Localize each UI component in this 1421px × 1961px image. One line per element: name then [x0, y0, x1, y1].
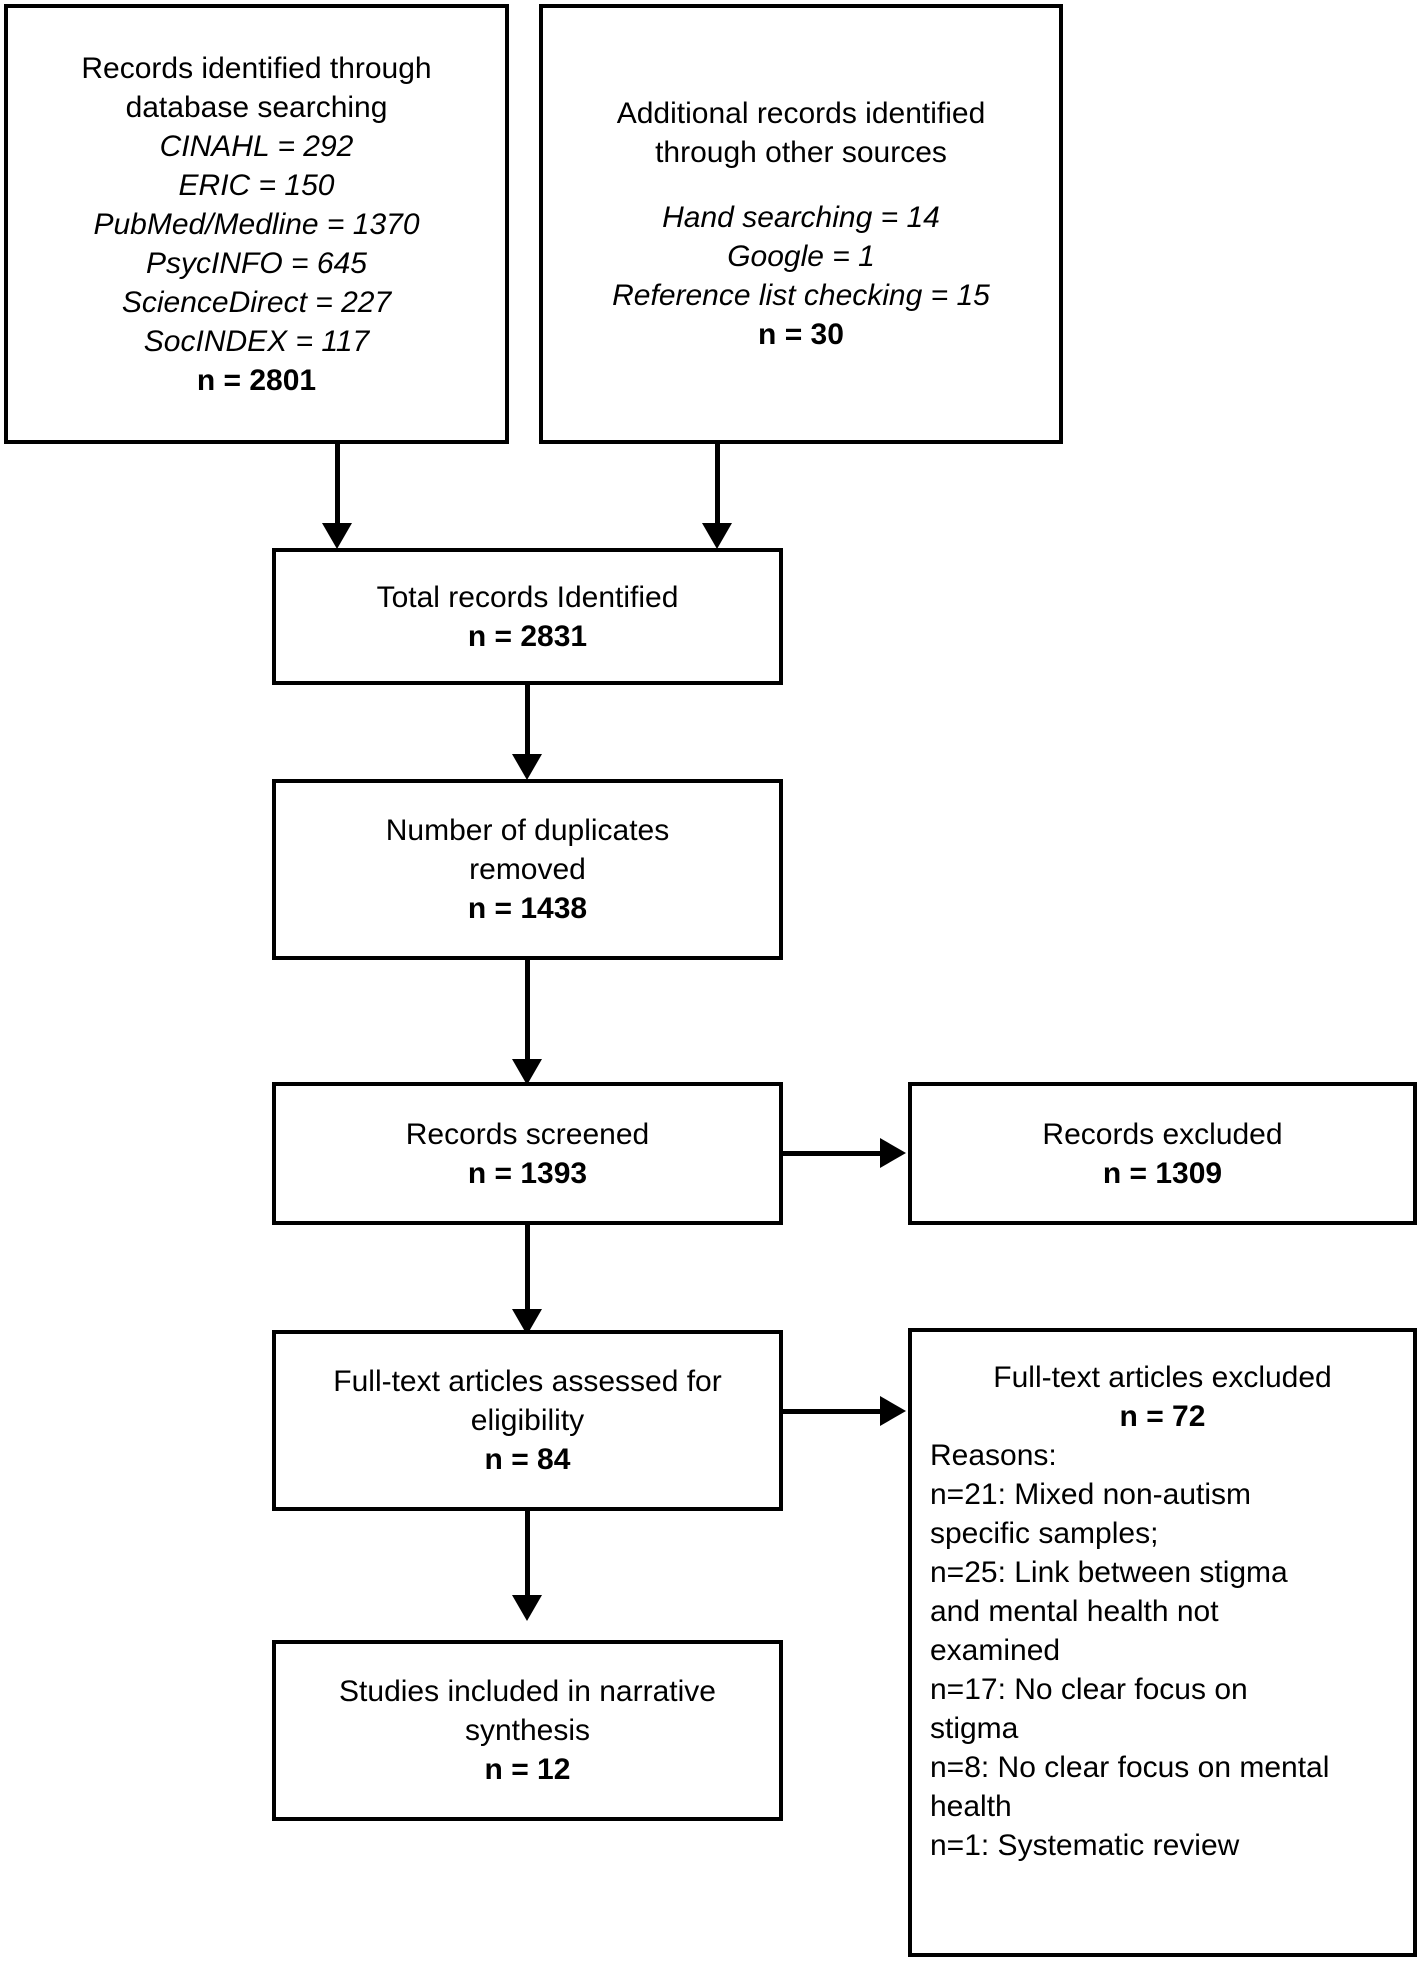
db-source-cinahl: CINAHL = 292: [159, 129, 354, 163]
fulltext-excluded-reasons-header: Reasons:: [930, 1439, 1057, 1472]
other-sources-title-line1: Additional records identified: [616, 97, 986, 130]
db-source-pubmed: PubMed/Medline = 1370: [93, 207, 420, 241]
arrowhead-screened-to-excluded: [880, 1138, 906, 1168]
box-records-excluded: Records excluded n = 1309: [908, 1082, 1417, 1225]
box-total-records-identified: Total records Identified n = 2831: [272, 548, 783, 685]
arrowhead-total-to-duplicates: [512, 754, 542, 780]
records-screened-title: Records screened: [405, 1117, 650, 1151]
connector-fulltext-to-included: [525, 1511, 530, 1611]
fulltext-excluded-title: Full-text articles excluded: [993, 1361, 1332, 1394]
connector-db-search-to-total: [335, 444, 340, 539]
connector-fulltext-to-excluded: [783, 1409, 888, 1414]
fulltext-excluded-reason-line-3: n=25: Link between stigma: [930, 1556, 1288, 1589]
other-source-reference-list: Reference list checking = 15: [612, 279, 990, 312]
records-screened-total: n = 1393: [467, 1156, 588, 1190]
records-excluded-title: Records excluded: [1042, 1117, 1283, 1151]
db-source-socindex: SocINDEX = 117: [143, 324, 370, 358]
fulltext-excluded-reason-line-5: examined: [930, 1634, 1061, 1667]
connector-screened-to-fulltext: [525, 1225, 530, 1325]
db-source-eric: ERIC = 150: [178, 168, 335, 202]
duplicates-title-line1: Number of duplicates: [385, 814, 670, 847]
other-source-google: Google = 1: [727, 240, 875, 273]
total-identified-title: Total records Identified: [376, 580, 679, 614]
arrowhead-other-sources-to-total: [702, 523, 732, 549]
other-source-hand-searching: Hand searching = 14: [662, 201, 940, 234]
fulltext-excluded-reason-line-4: and mental health not: [930, 1595, 1219, 1628]
box-fulltext-assessed: Full-text articles assessed for eligibil…: [272, 1330, 783, 1511]
fulltext-excluded-reason-line-8: n=8: No clear focus on mental: [930, 1751, 1330, 1784]
db-search-total: n = 2801: [196, 363, 317, 397]
connector-other-sources-to-total: [715, 444, 720, 539]
db-search-title-line2: database searching: [125, 90, 388, 124]
connector-screened-to-excluded: [783, 1151, 888, 1156]
other-sources-title-line2: through other sources: [655, 136, 947, 169]
arrowhead-db-search-to-total: [322, 523, 352, 549]
arrowhead-fulltext-to-included: [512, 1595, 542, 1621]
fulltext-excluded-reason-line-6: n=17: No clear focus on: [930, 1673, 1248, 1706]
fulltext-assessed-title-line2: eligibility: [470, 1404, 585, 1437]
arrowhead-fulltext-to-excluded: [880, 1396, 906, 1426]
fulltext-excluded-reason-line-1: n=21: Mixed non-autism: [930, 1478, 1252, 1511]
fulltext-excluded-reason-line-2: specific samples;: [930, 1517, 1159, 1550]
db-source-psycinfo: PsycINFO = 645: [146, 246, 367, 280]
fulltext-excluded-reason-line-7: stigma: [930, 1712, 1019, 1745]
box-additional-records-other-sources: Additional records identified through ot…: [539, 4, 1063, 444]
connector-total-to-duplicates: [525, 685, 530, 770]
arrowhead-duplicates-to-screened: [512, 1059, 542, 1085]
db-source-sciencedirect: ScienceDirect = 227: [121, 285, 392, 319]
studies-included-title-line1: Studies included in narrative: [339, 1675, 716, 1708]
fulltext-excluded-reason-line-10: n=1: Systematic review: [930, 1829, 1240, 1862]
fulltext-assessed-total: n = 84: [484, 1443, 571, 1476]
db-search-title-line1: Records identified through: [81, 51, 432, 85]
connector-duplicates-to-screened: [525, 960, 530, 1075]
box-records-identified-database-searching: Records identified through database sear…: [4, 4, 509, 444]
box-duplicates-removed: Number of duplicates removed n = 1438: [272, 779, 783, 960]
records-excluded-total: n = 1309: [1102, 1156, 1223, 1190]
studies-included-total: n = 12: [484, 1753, 571, 1786]
box-fulltext-excluded: Full-text articles excluded n = 72 Reaso…: [908, 1328, 1417, 1957]
fulltext-assessed-title-line1: Full-text articles assessed for: [333, 1365, 722, 1398]
total-identified-total: n = 2831: [467, 619, 588, 653]
fulltext-excluded-total: n = 72: [1119, 1400, 1206, 1433]
duplicates-title-line2: removed: [469, 853, 586, 886]
studies-included-title-line2: synthesis: [464, 1714, 591, 1747]
box-studies-included: Studies included in narrative synthesis …: [272, 1640, 783, 1821]
other-sources-total: n = 30: [758, 318, 844, 351]
box-records-screened: Records screened n = 1393: [272, 1082, 783, 1225]
fulltext-excluded-reason-line-9: health: [930, 1790, 1012, 1823]
duplicates-total: n = 1438: [467, 892, 588, 925]
